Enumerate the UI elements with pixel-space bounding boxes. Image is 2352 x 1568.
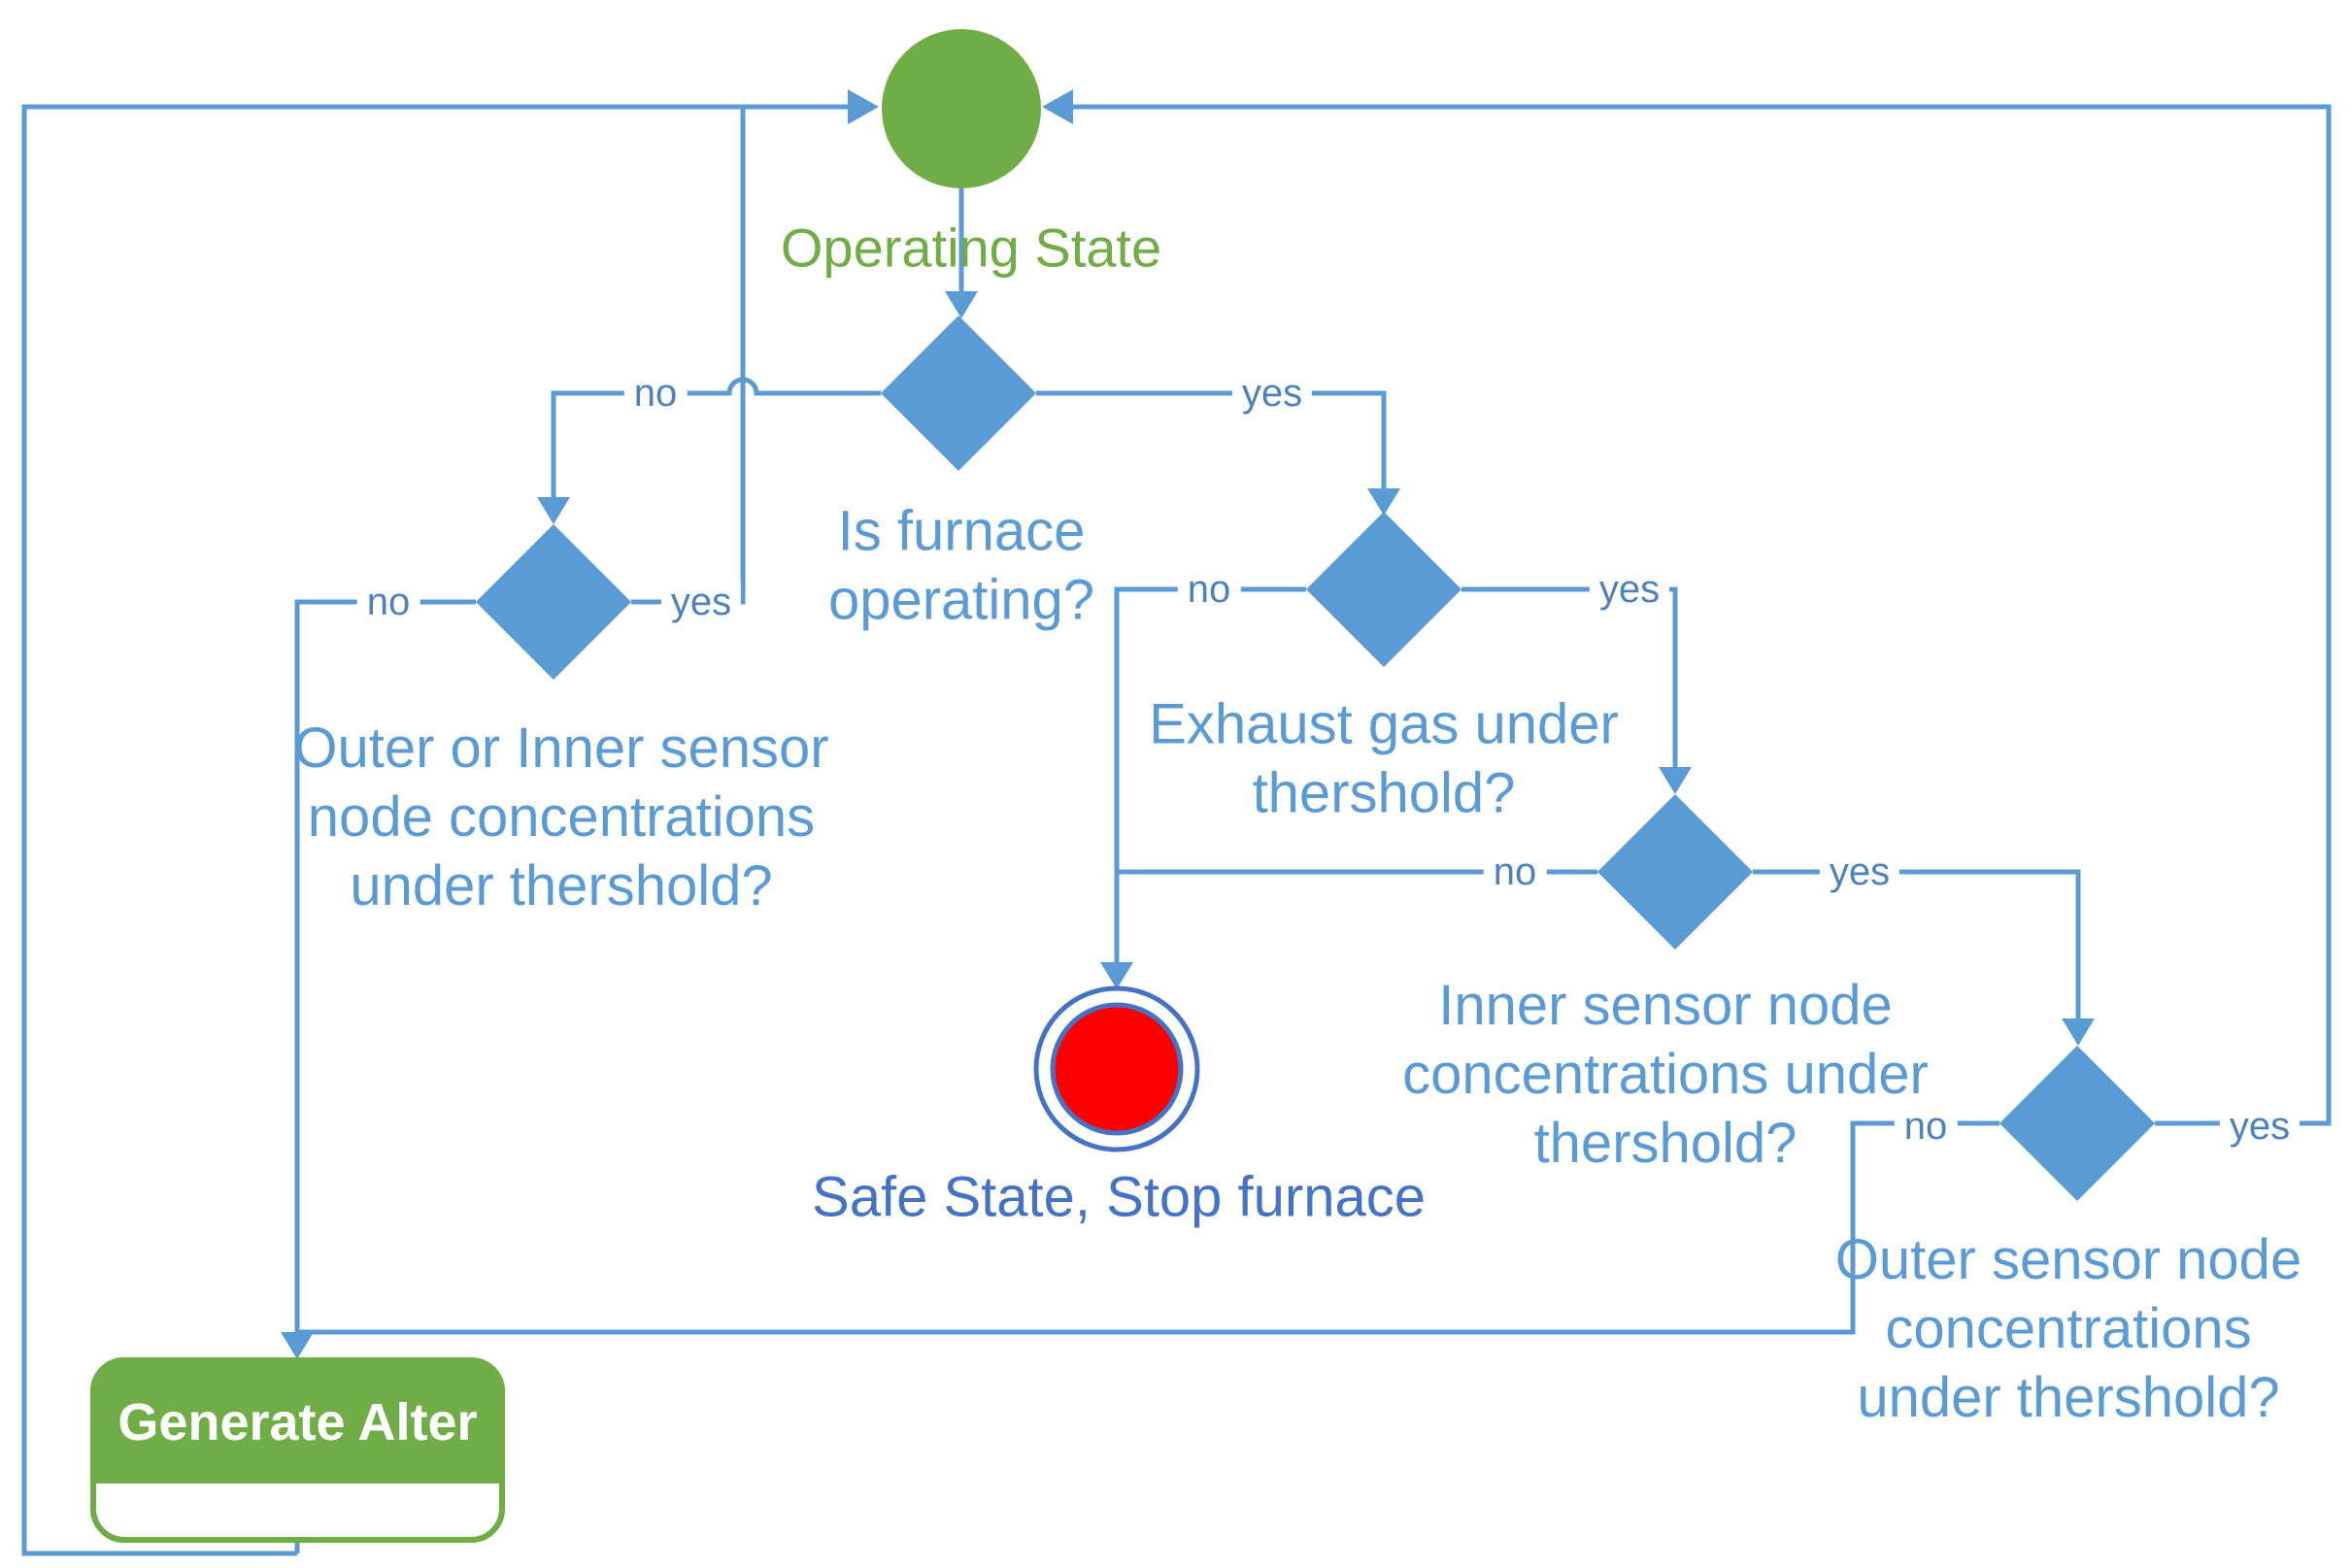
arrowhead-into-generate-alert: [281, 1332, 314, 1359]
outer-inner-question-label: Outer or Inner sensor node concentration…: [293, 716, 829, 917]
outer-question-label: Outer sensor node concentrations under t…: [1834, 1227, 2302, 1429]
edge-exhaust-yes: [1462, 586, 1678, 767]
start-state-circle: [882, 29, 1041, 188]
arrowhead-into-exhaust: [1367, 488, 1400, 516]
inner-no-label: no: [1483, 851, 1547, 893]
inner-yes-label: yes: [1819, 851, 1900, 893]
edge-outer-inner-yes-return: [631, 107, 746, 605]
safe-state-label: Safe State, Stop furnace: [812, 1165, 1426, 1229]
decision-diamond-outer-inner-sensor: [476, 524, 631, 680]
outer-no-label: no: [1894, 1105, 1958, 1148]
furnace-question-label: Is furnace operating?: [827, 499, 1095, 631]
decision-diamond-exhaust-gas: [1306, 512, 1462, 667]
arrowhead-into-safe-state: [1100, 962, 1133, 989]
edge-exhaust-no: [1114, 586, 1306, 962]
arrowhead-into-outer: [2062, 1018, 2095, 1046]
generate-alert-box-outline: [90, 1357, 505, 1543]
arrowhead-into-start-left: [848, 89, 879, 124]
decision-diamond-furnace-operating: [881, 316, 1036, 471]
final-state-red-circle: [1050, 1002, 1184, 1136]
edge-outer-inner-no: [294, 599, 476, 1332]
outer-yes-label: yes: [2219, 1105, 2301, 1148]
generate-alert-label: Generate Alter: [118, 1392, 478, 1451]
arrowhead-into-inner: [1659, 767, 1692, 794]
decision-diamond-outer-sensor: [1999, 1046, 2155, 1201]
edge-loop-left-return: [21, 104, 850, 1556]
generate-alert-box-header: [93, 1360, 502, 1484]
outer-inner-no-label: no: [356, 581, 420, 623]
furnace-yes-label: yes: [1231, 372, 1313, 415]
outer-inner-yes-label: yes: [660, 581, 742, 623]
arrowhead-into-furnace: [945, 291, 978, 318]
exhaust-question-label: Exhaust gas under thershold?: [1149, 692, 1619, 824]
arrowhead-into-start-right: [1042, 89, 1073, 124]
decision-diamond-inner-sensor: [1597, 794, 1753, 950]
edge-furnace-no: [551, 377, 881, 497]
exhaust-no-label: no: [1177, 568, 1241, 611]
edge-furnace-yes: [1036, 390, 1387, 488]
furnace-no-label: no: [623, 372, 688, 415]
exhaust-yes-label: yes: [1589, 568, 1670, 611]
start-state-label: Operating State: [780, 217, 1162, 279]
inner-question-label: Inner sensor node concentrations under t…: [1402, 973, 1929, 1175]
arrowhead-into-outer-inner: [537, 497, 570, 524]
